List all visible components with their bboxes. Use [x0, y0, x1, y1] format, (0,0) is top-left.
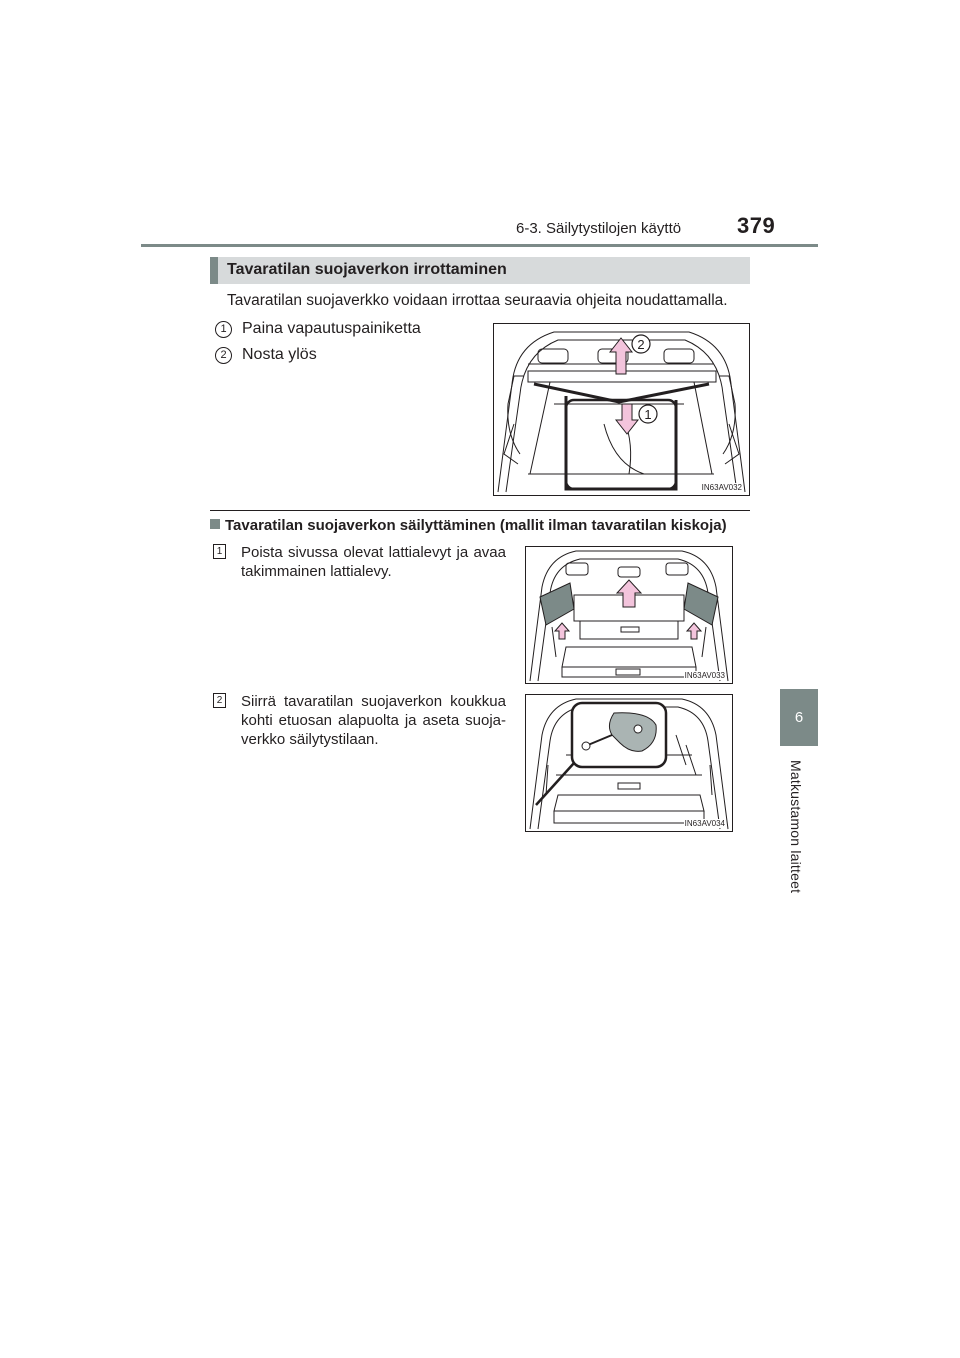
figure-code: IN63AV033 [683, 671, 726, 680]
figure-code: IN63AV034 [683, 819, 726, 828]
step-item: 2 Nosta ylös [215, 346, 317, 364]
chapter-tab[interactable]: 6 [780, 689, 818, 746]
storage-drawing [529, 698, 729, 830]
section-title: 6-3. Säilytystilojen käyttö [516, 220, 682, 237]
step-number: 1 [215, 321, 232, 338]
chapter-label: Matkustamon laitteet [788, 760, 804, 894]
step-paragraph: Siirrä tavaratilan suojaverkon koukkua k… [241, 693, 506, 748]
header-rule [141, 244, 818, 247]
step-number: 2 [215, 347, 232, 364]
floor-board-illustration: IN63AV033 [525, 546, 733, 684]
section-heading: Tavaratilan suojaverkon irrottaminen [210, 257, 750, 284]
subsection-heading: Tavaratilan suojaverkon säilyttäminen (m… [210, 517, 727, 534]
step-text: Nosta ylös [242, 346, 317, 363]
step-text: Paina vapautuspainiketta [242, 320, 421, 337]
subsection-heading-text: Tavaratilan suojaverkon säilyttäminen (m… [225, 517, 727, 534]
section-divider [210, 510, 750, 511]
page-number: 379 [737, 213, 776, 238]
cargo-net-illustration: 2 1 IN63AV032 [493, 323, 750, 496]
heading-bar [210, 257, 218, 284]
section-heading-text: Tavaratilan suojaverkon irrottaminen [227, 261, 507, 278]
figure-code: IN63AV032 [700, 483, 743, 492]
intro-text: Tavaratilan suojaverkko voidaan irrottaa… [227, 292, 728, 309]
floor-board-drawing [529, 550, 729, 682]
cargo-area-drawing: 2 1 [497, 331, 746, 493]
storage-illustration: IN63AV034 [525, 694, 733, 832]
step-item: 1 Paina vapautuspainiketta [215, 320, 421, 338]
step-paragraph: Poista sivussa olevat lattialevyt ja ava… [241, 544, 506, 580]
callout-1: 1 [644, 407, 651, 422]
square-bullet-icon [210, 519, 220, 529]
callout-2: 2 [637, 337, 644, 352]
step-number-box: 1 [213, 544, 226, 559]
chapter-number: 6 [794, 709, 804, 726]
step-number-box: 2 [213, 693, 226, 708]
